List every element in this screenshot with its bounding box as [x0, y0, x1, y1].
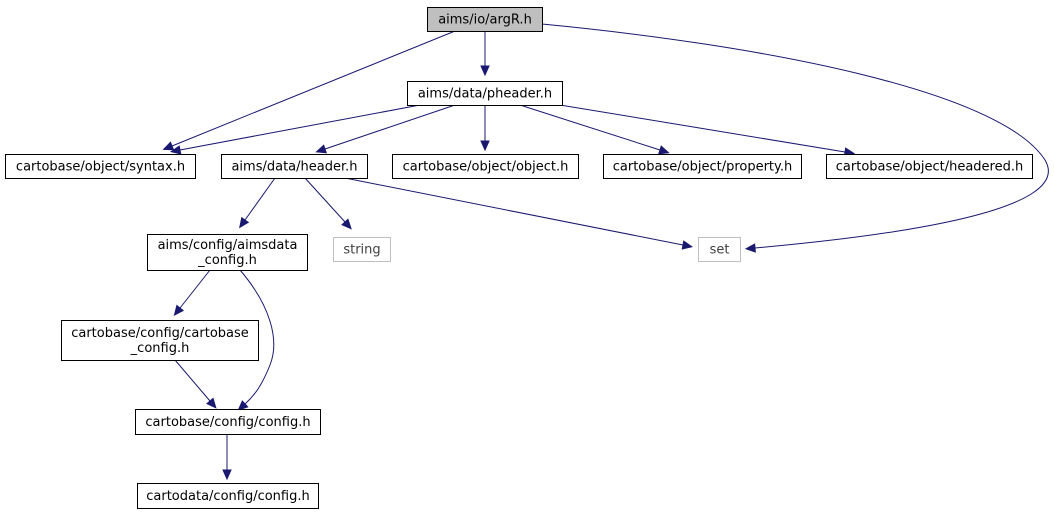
edge-pheader-to-object [480, 105, 490, 152]
arrowhead-icon [744, 243, 756, 253]
edge-line [239, 269, 275, 405]
node-label: cartobase/config/cartobase [71, 326, 249, 341]
edge-argR-to-pheader [480, 31, 490, 77]
arrowhead-icon [480, 140, 490, 152]
node-aimsdata_config[interactable]: aims/config/aimsdata_config.h [147, 234, 308, 271]
node-label: cartobase/config/config.h [145, 415, 310, 430]
node-label: cartobase/object/syntax.h [16, 160, 185, 175]
node-label: aims/data/pheader.h [418, 87, 552, 102]
edge-line [179, 104, 421, 151]
arrowhead-icon [237, 400, 249, 411]
arrowhead-icon [480, 65, 490, 77]
node-headered[interactable]: cartobase/object/headered.h [826, 154, 1033, 179]
edge-line [519, 104, 661, 151]
node-label: aims/config/aimsdata [158, 238, 298, 253]
node-box [5, 154, 196, 179]
node-cartobase_config[interactable]: cartobase/config/cartobase_config.h [61, 320, 259, 361]
node-box [427, 7, 543, 32]
edge-line [179, 269, 211, 309]
node-label: cartodata/config/config.h [146, 489, 309, 504]
node-box [61, 320, 259, 361]
node-set[interactable]: set [698, 237, 741, 262]
edge-line [304, 177, 346, 223]
edge-header-to-string [304, 177, 352, 230]
node-label: _config.h [130, 341, 190, 356]
node-label: set [710, 243, 730, 258]
arrowhead-icon [173, 304, 185, 317]
edge-line [244, 177, 276, 221]
edge-line [174, 359, 211, 402]
node-box [698, 237, 741, 262]
node-box [392, 154, 579, 179]
node-syntax[interactable]: cartobase/object/syntax.h [5, 154, 196, 179]
node-box [826, 154, 1033, 179]
edge-header-to-aimsdata_config [239, 177, 276, 229]
edge-pheader-to-property [519, 104, 670, 155]
node-pheader[interactable]: aims/data/pheader.h [407, 81, 563, 106]
edge-line [541, 23, 1049, 249]
edge-config-to-cartodata_config [222, 434, 232, 481]
edge-line [559, 104, 846, 153]
arrowhead-icon [315, 144, 328, 154]
edge-aimsdata_config-to-cartobase_config [173, 269, 211, 317]
nodes-layer: aims/io/argR.h aims/data/pheader.h cartoba… [5, 7, 1033, 509]
node-label: aims/data/header.h [231, 160, 357, 175]
edges-layer [162, 23, 1049, 481]
arrowhead-icon [162, 141, 175, 151]
arrowhead-icon [239, 216, 250, 229]
node-label: cartobase/object/headered.h [836, 160, 1023, 175]
node-label: cartobase/object/object.h [403, 160, 569, 175]
arrowhead-icon [658, 145, 670, 155]
edge-line [171, 30, 456, 147]
edge-header-to-set [344, 177, 694, 250]
node-label: aims/io/argR.h [438, 13, 532, 28]
node-box [147, 234, 308, 271]
node-box [603, 154, 802, 179]
node-label: string [343, 243, 380, 258]
node-config[interactable]: cartobase/config/config.h [135, 409, 321, 435]
node-argR[interactable]: aims/io/argR.h [427, 7, 543, 32]
node-label: cartobase/object/property.h [613, 160, 793, 175]
node-string[interactable]: string [333, 237, 391, 262]
arrowhead-icon [169, 145, 182, 155]
arrowhead-icon [341, 218, 352, 230]
edge-cartobase_config-to-config [174, 359, 217, 409]
edge-pheader-to-syntax [169, 104, 421, 155]
node-label: _config.h [197, 253, 257, 268]
node-header[interactable]: aims/data/header.h [221, 154, 368, 179]
node-box [407, 81, 563, 106]
node-box [221, 154, 368, 179]
arrowhead-icon [206, 397, 217, 409]
edge-pheader-to-headered [559, 104, 856, 157]
edge-line [324, 104, 456, 150]
edge-argR-to-syntax [162, 30, 456, 151]
node-object[interactable]: cartobase/object/object.h [392, 154, 579, 179]
node-property[interactable]: cartobase/object/property.h [603, 154, 802, 179]
node-box [333, 237, 391, 262]
edge-aimsdata_config-to-config [237, 269, 275, 411]
edge-line [344, 177, 684, 246]
node-box [135, 409, 321, 435]
edge-pheader-to-header [315, 104, 456, 154]
node-cartodata_config[interactable]: cartodata/config/config.h [137, 483, 319, 509]
arrowhead-icon [222, 469, 232, 481]
node-box [137, 483, 319, 509]
arrowhead-icon [681, 240, 694, 250]
edge-argR-to-set [541, 23, 1049, 253]
